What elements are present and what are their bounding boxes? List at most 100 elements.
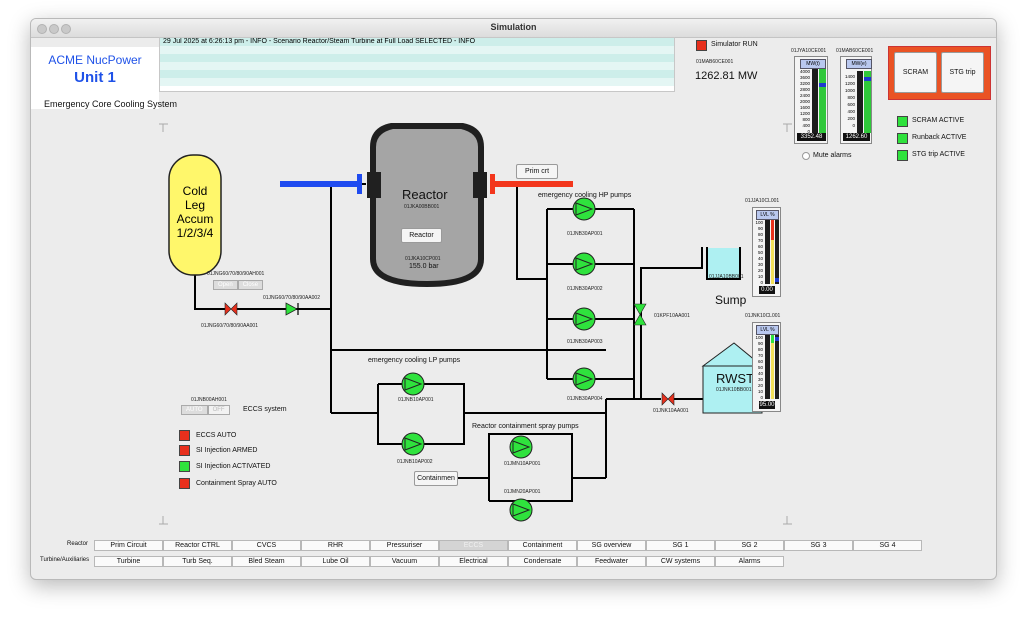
si-injection-activated-indicator bbox=[179, 461, 190, 472]
rwst-gauge-tag: 01JNK10CL001 bbox=[745, 313, 781, 319]
log-row bbox=[160, 70, 674, 78]
tab-eccs[interactable]: ECCS bbox=[439, 540, 508, 551]
prim-crt-button[interactable]: Prim crt bbox=[516, 164, 558, 179]
eccs-auto-button[interactable]: AUTO bbox=[181, 405, 208, 415]
tab-reactor-ctrl[interactable]: Reactor CTRL bbox=[163, 540, 232, 551]
turbine-nav-label: Turbine/Auxiliaries bbox=[40, 557, 90, 563]
tab-lube-oil[interactable]: Lube Oil bbox=[301, 556, 370, 567]
simulator-run-label: Simulator RUN bbox=[711, 41, 758, 48]
si-injection-armed-indicator bbox=[179, 445, 190, 456]
tab-alarms[interactable]: Alarms bbox=[715, 556, 784, 567]
mute-alarms-checkbox[interactable] bbox=[802, 152, 810, 160]
zoom-window-icon[interactable] bbox=[61, 24, 71, 34]
lp-pump-1-tag: 01JNB10AP001 bbox=[398, 397, 434, 403]
close-window-icon[interactable] bbox=[37, 24, 47, 34]
eccs-off-button[interactable]: OFF bbox=[207, 405, 230, 415]
rwst-tag: 01JNK10BB001 bbox=[716, 387, 752, 393]
hp-pump-1-tag: 01JNB30AP001 bbox=[567, 231, 603, 237]
eccs-system-tag: 01JNB00AH001 bbox=[191, 397, 227, 403]
scram-active-label: SCRAM ACTIVE bbox=[912, 117, 965, 124]
tab-cvcs[interactable]: CVCS bbox=[232, 540, 301, 551]
tab-pressuriser[interactable]: Pressuriser bbox=[370, 540, 439, 551]
gauge-mwt-tag: 01JYA10CE001 bbox=[791, 48, 827, 54]
log-row bbox=[160, 78, 674, 86]
gauge-mwe-value: 1262.60 bbox=[843, 133, 870, 141]
spray-pump-1-tag: 01JMN10AP001 bbox=[504, 461, 541, 467]
tab-bled-steam[interactable]: Bled Steam bbox=[232, 556, 301, 567]
reactor-label: Reactor bbox=[402, 187, 448, 202]
rwst-level-value: 95.00 bbox=[759, 401, 775, 409]
scram-active-indicator bbox=[897, 116, 908, 127]
gauge-mwe-tag: 01MAB60CE001 bbox=[836, 48, 874, 54]
hp-pumps-title: emergency cooling HP pumps bbox=[538, 192, 632, 199]
sump-tag: 01JJA10BB001 bbox=[709, 274, 744, 280]
gauge-mwt-value: 3352.48 bbox=[797, 133, 826, 141]
piping-diagram bbox=[159, 123, 792, 525]
minimize-window-icon[interactable] bbox=[49, 24, 59, 34]
accumulator-tag: 01JNG60/70/80/90AH001 bbox=[207, 271, 265, 277]
reactor-button[interactable]: Reactor bbox=[401, 228, 442, 243]
tab-sg4[interactable]: SG 4 bbox=[853, 540, 922, 551]
containment-button[interactable]: Containmen bbox=[414, 471, 458, 486]
trip-panel: SCRAM STG trip bbox=[888, 46, 991, 100]
log-row: 29 Jul 2025 at 6:26:13 pm - INFO - Scena… bbox=[160, 38, 674, 46]
accum-valve-tag: 01JNG60/70/80/90AA001 bbox=[201, 323, 258, 329]
stg-trip-button[interactable]: STG trip bbox=[941, 52, 984, 93]
log-row bbox=[160, 46, 674, 54]
unit-name: Unit 1 bbox=[74, 69, 116, 86]
scram-button[interactable]: SCRAM bbox=[894, 52, 937, 93]
runback-active-label: Runback ACTIVE bbox=[912, 134, 967, 141]
hp-pump-3-tag: 01JNB30AP003 bbox=[567, 339, 603, 345]
rwst-gauge-title: LVL % bbox=[756, 325, 779, 335]
log-row bbox=[160, 54, 674, 62]
reactor-pressure-tag: 01JKA10CP001 bbox=[405, 256, 441, 262]
gauge-mwt-bar bbox=[812, 69, 826, 133]
tab-vacuum[interactable]: Vacuum bbox=[370, 556, 439, 567]
stg-trip-active-indicator bbox=[897, 150, 908, 161]
tab-rhr[interactable]: RHR bbox=[301, 540, 370, 551]
tab-feedwater[interactable]: Feedwater bbox=[577, 556, 646, 567]
company-logo: ACME NucPower Unit 1 bbox=[31, 47, 159, 109]
simulation-window: Simulation ACME NucPower Unit 1 29 Jul 2… bbox=[30, 18, 997, 580]
lp-pumps-title: emergency cooling LP pumps bbox=[368, 357, 461, 364]
tab-sg-overview[interactable]: SG overview bbox=[577, 540, 646, 551]
mute-alarms-label: Mute alarms bbox=[813, 152, 852, 159]
gauge-mwt-title: MW(t) bbox=[800, 59, 826, 69]
eccs-auto-indicator bbox=[179, 430, 190, 441]
runback-active-indicator bbox=[897, 133, 908, 144]
tab-cw-systems[interactable]: CW systems bbox=[646, 556, 715, 567]
eccs-auto-off-toggle[interactable]: AUTO OFF bbox=[181, 405, 230, 415]
tab-prim-circuit[interactable]: Prim Circuit bbox=[94, 540, 163, 551]
rwst-label: RWST bbox=[716, 371, 755, 386]
rwst-gauge-bar bbox=[765, 335, 779, 399]
event-log[interactable]: 29 Jul 2025 at 6:26:13 pm - INFO - Scena… bbox=[159, 37, 675, 92]
containment-spray-auto-label: Containment Spray AUTO bbox=[196, 480, 277, 487]
eccs-auto-label: ECCS AUTO bbox=[196, 432, 237, 439]
page-title: Emergency Core Cooling System bbox=[44, 99, 178, 109]
tab-sg1[interactable]: SG 1 bbox=[646, 540, 715, 551]
log-row bbox=[160, 62, 674, 70]
tab-condensate[interactable]: Condensate bbox=[508, 556, 577, 567]
tab-turb-seq[interactable]: Turb Seq. bbox=[163, 556, 232, 567]
hp-pump-2-tag: 01JNB30AP002 bbox=[567, 286, 603, 292]
reactor-pressure: 155.0 bar bbox=[409, 263, 439, 270]
check-valve-tag: 01JNG60/70/80/90AA002 bbox=[263, 295, 320, 301]
tab-containment[interactable]: Containment bbox=[508, 540, 577, 551]
accumulator-close-button[interactable]: Close bbox=[237, 280, 264, 290]
tab-electrical[interactable]: Electrical bbox=[439, 556, 508, 567]
tab-turbine[interactable]: Turbine bbox=[94, 556, 163, 567]
reactor-nav-label: Reactor bbox=[67, 541, 89, 547]
sump-label: Sump bbox=[715, 293, 747, 307]
tab-sg2[interactable]: SG 2 bbox=[715, 540, 784, 551]
sump-valve-tag: 01KPF10AA001 bbox=[654, 313, 690, 319]
rwst-valve-tag: 01JNK10AA001 bbox=[653, 408, 689, 414]
accumulator-open-button[interactable]: Open bbox=[213, 280, 238, 290]
accumulator-open-close-toggle[interactable]: Open Close bbox=[213, 280, 264, 290]
tab-sg3[interactable]: SG 3 bbox=[784, 540, 853, 551]
